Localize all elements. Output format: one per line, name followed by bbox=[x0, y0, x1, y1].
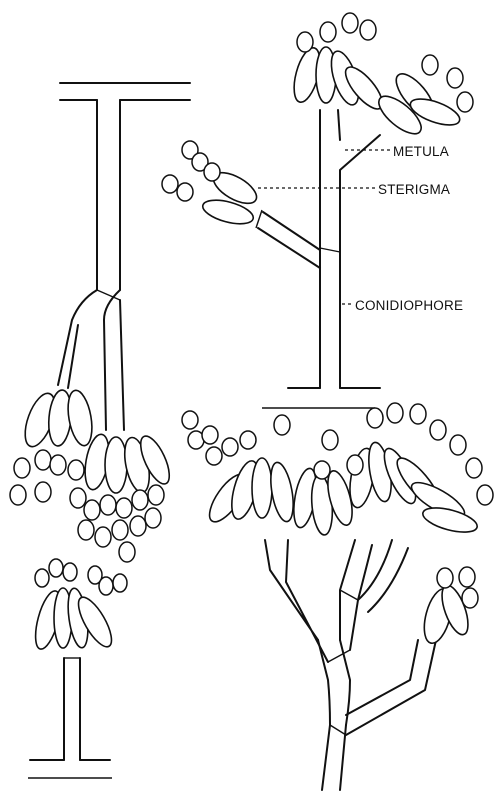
label-conidiophore: CONIDIOPHORE bbox=[355, 298, 463, 313]
metula-left-branch bbox=[258, 212, 320, 268]
top-right-penicillus bbox=[162, 13, 473, 408]
bottom-left-stalk bbox=[64, 658, 80, 760]
label-metula: METULA bbox=[393, 144, 449, 159]
label-sterigma: STERIGMA bbox=[378, 182, 450, 197]
bottom-right-penicillus bbox=[182, 403, 493, 790]
left-conidiophore-stalk bbox=[97, 100, 120, 290]
left-branch-outer bbox=[58, 290, 97, 388]
left-branch-inner bbox=[104, 290, 124, 430]
bottom-right-stalk bbox=[322, 725, 346, 790]
bottom-left-penicillus bbox=[28, 559, 127, 778]
left-hanging-penicillus bbox=[10, 83, 190, 562]
conidiophore-stalk bbox=[320, 250, 340, 388]
